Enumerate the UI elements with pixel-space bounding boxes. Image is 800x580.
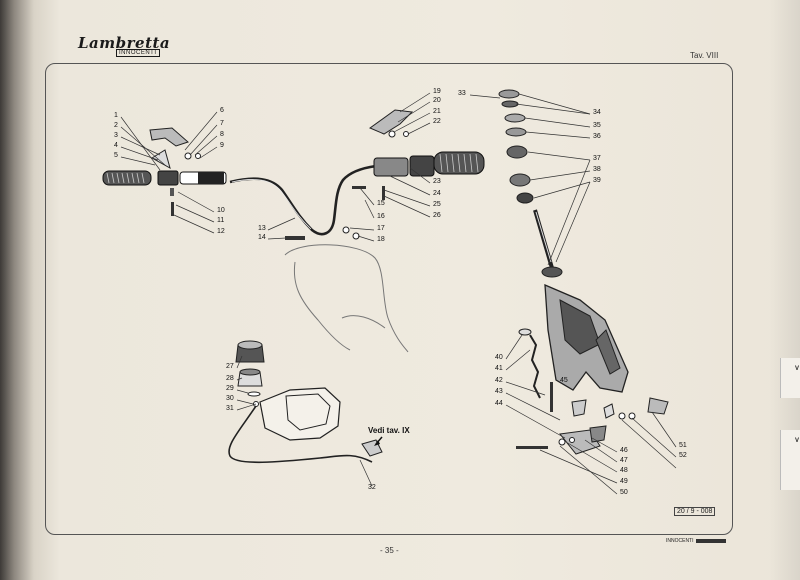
next-page-tab-1-text: V xyxy=(795,366,800,372)
page-edge-shadow xyxy=(770,0,800,580)
fork-assembly xyxy=(516,283,669,455)
logo-sub-text: INNOCENTI xyxy=(116,49,160,57)
callout-3: 3 xyxy=(114,132,118,139)
callout-6: 6 xyxy=(220,107,224,114)
table-title: Tav. VIII xyxy=(690,51,719,60)
callout-22: 22 xyxy=(433,118,441,125)
page-number: - 35 - xyxy=(380,546,399,555)
callout-5: 5 xyxy=(114,152,118,159)
callout-17: 17 xyxy=(377,225,385,232)
callout-23: 23 xyxy=(433,178,441,185)
callout-16: 16 xyxy=(377,213,385,220)
next-page-tab-2-text: V xyxy=(795,438,800,444)
see-table-note: Vedi tav. IX xyxy=(368,426,410,435)
next-page-tab-1: V xyxy=(780,358,800,398)
callout-15: 15 xyxy=(377,200,385,207)
scooter-body-outline xyxy=(284,244,409,353)
right-grip-assembly xyxy=(285,109,485,240)
callout-11: 11 xyxy=(217,217,224,224)
next-page-tab-2: V xyxy=(780,430,800,490)
callout-48: 48 xyxy=(620,467,628,474)
callout-37: 37 xyxy=(593,155,601,162)
note-arrow-head xyxy=(374,440,380,446)
reference-code: 20 / 9 - 008 xyxy=(674,507,716,516)
footer-mark: INNOCENTI xyxy=(666,538,726,544)
callout-19: 19 xyxy=(433,88,441,95)
callout-9: 9 xyxy=(220,142,224,149)
callout-34: 34 xyxy=(593,109,601,116)
callout-10: 10 xyxy=(217,207,225,214)
handlebar-tube xyxy=(229,164,377,236)
callout-21: 21 xyxy=(433,108,441,115)
callout-40: 40 xyxy=(495,354,503,361)
callout-27: 27 xyxy=(226,363,234,370)
callout-42: 42 xyxy=(495,377,503,384)
callout-28: 28 xyxy=(226,375,234,382)
callout-24: 24 xyxy=(433,190,441,197)
drawing-frame xyxy=(45,63,733,535)
callout-20: 20 xyxy=(433,97,441,104)
callout-51: 51 xyxy=(679,442,687,449)
callout-44: 44 xyxy=(495,400,503,407)
callout-18: 18 xyxy=(377,236,385,243)
callout-45: 45 xyxy=(560,377,568,384)
callout-41: 41 xyxy=(495,365,503,372)
callout-31: 31 xyxy=(226,405,234,412)
callout-14: 14 xyxy=(258,234,266,241)
callout-47: 47 xyxy=(620,457,628,464)
callout-25: 25 xyxy=(433,201,441,208)
callout-29: 29 xyxy=(226,385,234,392)
left-grip-assembly xyxy=(102,127,227,216)
callout-35: 35 xyxy=(593,122,601,129)
callout-2: 2 xyxy=(114,122,118,129)
leader-lines xyxy=(120,92,677,495)
callout-4: 4 xyxy=(114,142,118,149)
callout-8: 8 xyxy=(220,131,224,138)
speedometer-assembly xyxy=(228,340,383,464)
callout-50: 50 xyxy=(620,489,628,496)
callout-32: 32 xyxy=(368,484,376,491)
callout-39: 39 xyxy=(593,177,601,184)
callout-13: 13 xyxy=(258,225,266,232)
callout-46: 46 xyxy=(620,447,628,454)
callout-33: 33 xyxy=(458,90,466,97)
callout-1: 1 xyxy=(114,112,118,119)
callout-49: 49 xyxy=(620,478,628,485)
callout-30: 30 xyxy=(226,395,234,402)
callout-26: 26 xyxy=(433,212,441,219)
callout-12: 12 xyxy=(217,228,225,235)
callout-38: 38 xyxy=(593,166,601,173)
callout-36: 36 xyxy=(593,133,601,140)
footer-mark-text: INNOCENTI xyxy=(666,538,694,544)
callout-52: 52 xyxy=(679,452,687,459)
callout-43: 43 xyxy=(495,388,503,395)
callout-7: 7 xyxy=(220,120,224,127)
logo-brand-text: Lambretta xyxy=(78,34,171,52)
lambretta-logo: Lambretta INNOCENTI xyxy=(78,34,171,57)
steering-column xyxy=(498,89,563,278)
